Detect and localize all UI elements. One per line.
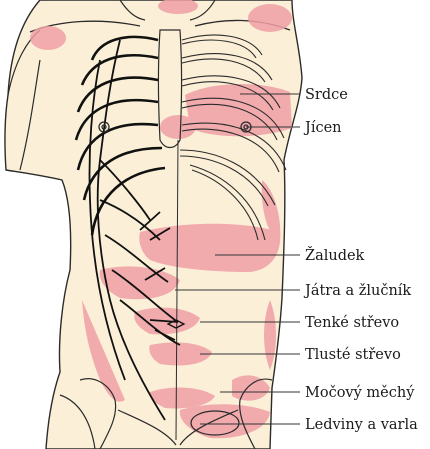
label-jicen: Jícen [303,120,342,136]
label-tenke: Tenké střevo [305,315,399,331]
zone-shoulder-right [248,4,292,32]
zone-esophagus [160,115,196,139]
label-zaludek: Žaludek [305,246,365,264]
label-mocovy: Močový měchý [305,384,415,401]
label-srdce: Srdce [305,87,348,103]
label-tluste: Tlusté střevo [305,347,401,363]
labels: Srdce Jícen Žaludek Játra a žlučník Tenk… [303,87,418,433]
label-jatra: Játra a žlučník [303,283,411,299]
label-ledviny: Ledviny a varla [305,417,418,433]
zone-shoulder-left [30,26,66,50]
